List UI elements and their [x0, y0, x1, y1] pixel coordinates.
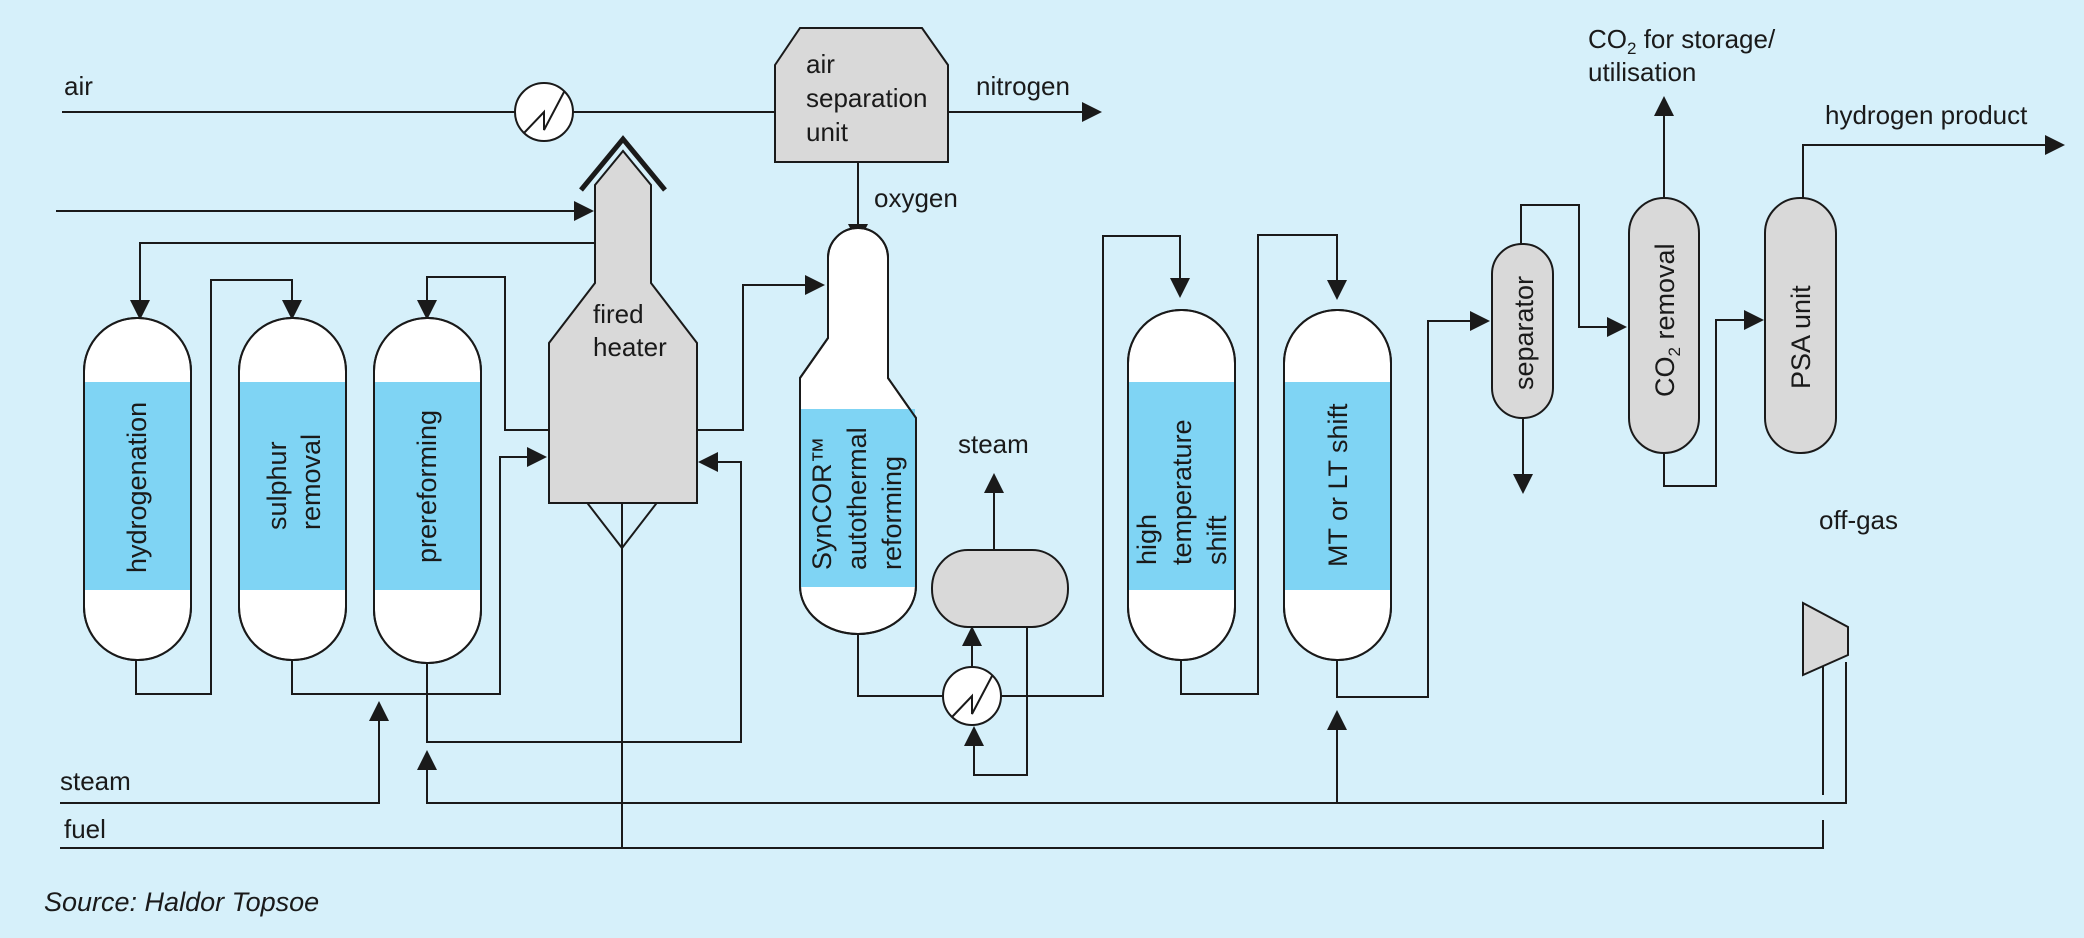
mt-lt-shift-label: MT or LT shift	[1323, 403, 1353, 567]
syncor-label-2: autothermal	[842, 427, 872, 570]
compressor-icon	[1802, 601, 1849, 677]
oxygen-label: oxygen	[874, 183, 958, 213]
air-label: air	[64, 71, 93, 101]
separator-vessel: separator	[1491, 243, 1554, 419]
off-gas-label: off-gas	[1819, 505, 1898, 535]
co2-removal-vessel: CO2 removal	[1628, 197, 1700, 454]
co2-removal-label-pre: CO	[1650, 357, 1680, 398]
sulphur-removal-label-1: sulphur	[262, 441, 292, 530]
nitrogen-label: nitrogen	[976, 71, 1070, 101]
steam-drum-label: steam	[958, 429, 1029, 459]
steam-drum	[931, 549, 1069, 628]
ht-shift-label-3: shift	[1202, 515, 1232, 565]
hydrogenation-label: hydrogenation	[122, 402, 152, 573]
co2-removal-label-post: removal	[1650, 244, 1680, 348]
prereforming-label: prereforming	[412, 410, 442, 563]
ht-shift-label-1: high	[1132, 514, 1162, 565]
hydrogenation-vessel: hydrogenation	[83, 317, 192, 661]
psa-unit-vessel: PSA unit	[1764, 197, 1837, 454]
co2-storage-label-post: for storage/	[1636, 24, 1776, 54]
fired-heater-label-1: fired	[593, 299, 644, 329]
separator-label: separator	[1509, 276, 1539, 390]
sulphur-removal-label-2: removal	[296, 434, 326, 530]
ht-shift-label-2: temperature	[1167, 419, 1197, 565]
utilisation-label: utilisation	[1588, 57, 1696, 87]
asu-label-3: unit	[806, 117, 849, 147]
fired-heater-label-2: heater	[593, 332, 667, 362]
syncor-label-3: reforming	[877, 456, 907, 570]
steam-inlet-label: steam	[60, 766, 131, 796]
co2-storage-label-pre: CO	[1588, 24, 1627, 54]
source-note: Source: Haldor Topsoe	[44, 887, 319, 917]
psa-unit-label: PSA unit	[1786, 285, 1816, 389]
co2-storage-label-sub: 2	[1627, 39, 1636, 58]
co2-removal-label-sub: 2	[1665, 347, 1684, 356]
fuel-label: fuel	[64, 814, 106, 844]
waste-heat-exchanger-icon	[942, 666, 1002, 726]
asu-label-1: air	[806, 49, 835, 79]
co2-storage-label: CO2 for storage/	[1588, 24, 1776, 58]
air-separation-unit: air separation unit	[774, 27, 949, 163]
svg-text:CO2 removal: CO2 removal	[1650, 244, 1684, 398]
flow-lines	[56, 96, 2065, 849]
prereforming-vessel: prereforming	[373, 317, 482, 664]
mt-lt-shift-vessel: MT or LT shift	[1283, 309, 1392, 661]
asu-label-2: separation	[806, 83, 927, 113]
air-heat-exchanger-icon	[514, 82, 574, 142]
syncor-label-1: SynCOR™	[807, 436, 837, 570]
hydrogen-product-label: hydrogen product	[1825, 100, 2028, 130]
